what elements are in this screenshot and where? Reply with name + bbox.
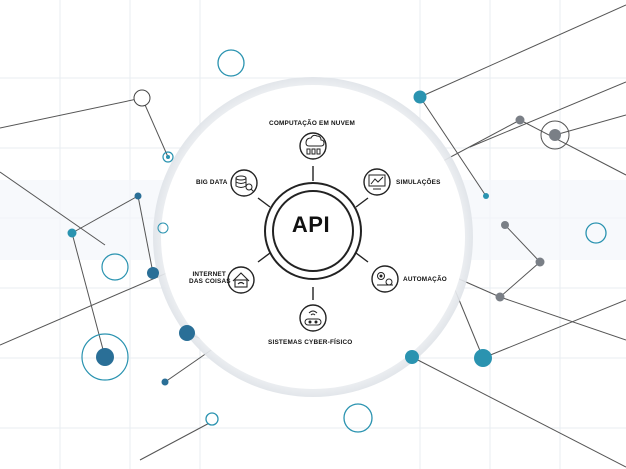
- label-automation: AUTOMAÇÃO: [403, 276, 447, 283]
- label-iot-line2: DAS COISAS: [189, 278, 231, 285]
- cloud-computing-icon: [305, 134, 325, 155]
- label-iot: INTERNET DAS COISAS: [189, 271, 231, 285]
- label-cps: SISTEMAS CYBER-FÍSICO: [268, 339, 353, 346]
- smart-home-icon: [232, 272, 250, 288]
- label-iot-line1: INTERNET: [192, 271, 226, 278]
- api-inner-ring: [272, 190, 354, 272]
- label-simulations: SIMULAÇÕES: [396, 179, 441, 186]
- node-cps: [299, 304, 327, 332]
- label-bigdata: BIG DATA: [196, 179, 228, 186]
- spokes: [257, 166, 369, 300]
- api-label: API: [291, 212, 331, 237]
- big-data-icon: [235, 175, 255, 193]
- network-dots: [67, 49, 607, 433]
- node-simulations: [363, 168, 391, 196]
- simulation-screen-icon: [368, 174, 386, 190]
- automation-gears-icon: [377, 272, 393, 286]
- label-cloud: COMPUTAÇÃO EM NUVEM: [269, 120, 356, 127]
- cyber-physical-device-icon: [304, 310, 322, 326]
- node-automation: [371, 265, 399, 293]
